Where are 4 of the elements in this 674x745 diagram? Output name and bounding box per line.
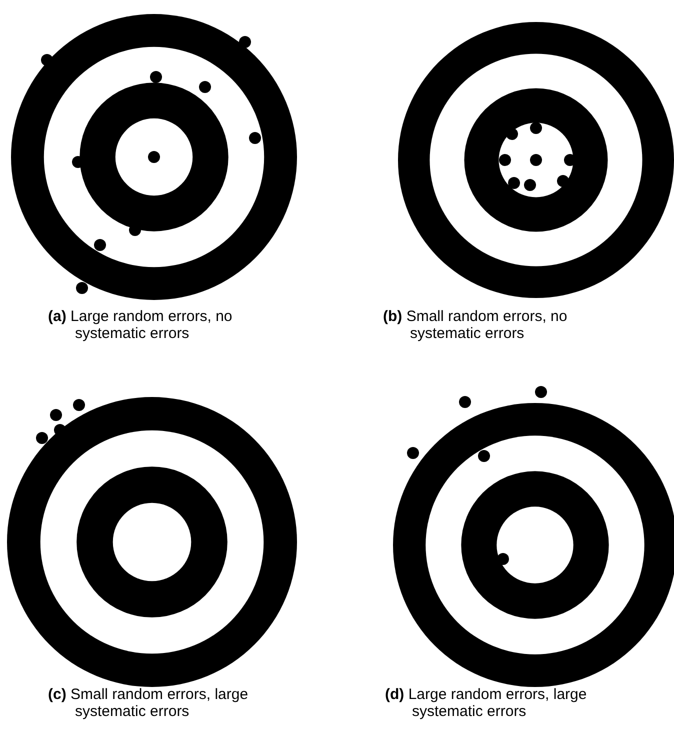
caption: (b) Small random errors, no systematic errors bbox=[383, 308, 568, 342]
caption: (d) Large random errors, large systematic errors bbox=[385, 686, 588, 720]
caption: (c) Small random errors, large systematic errors bbox=[48, 686, 250, 720]
caption: (a) Large random errors, no systematic errors bbox=[48, 308, 234, 342]
